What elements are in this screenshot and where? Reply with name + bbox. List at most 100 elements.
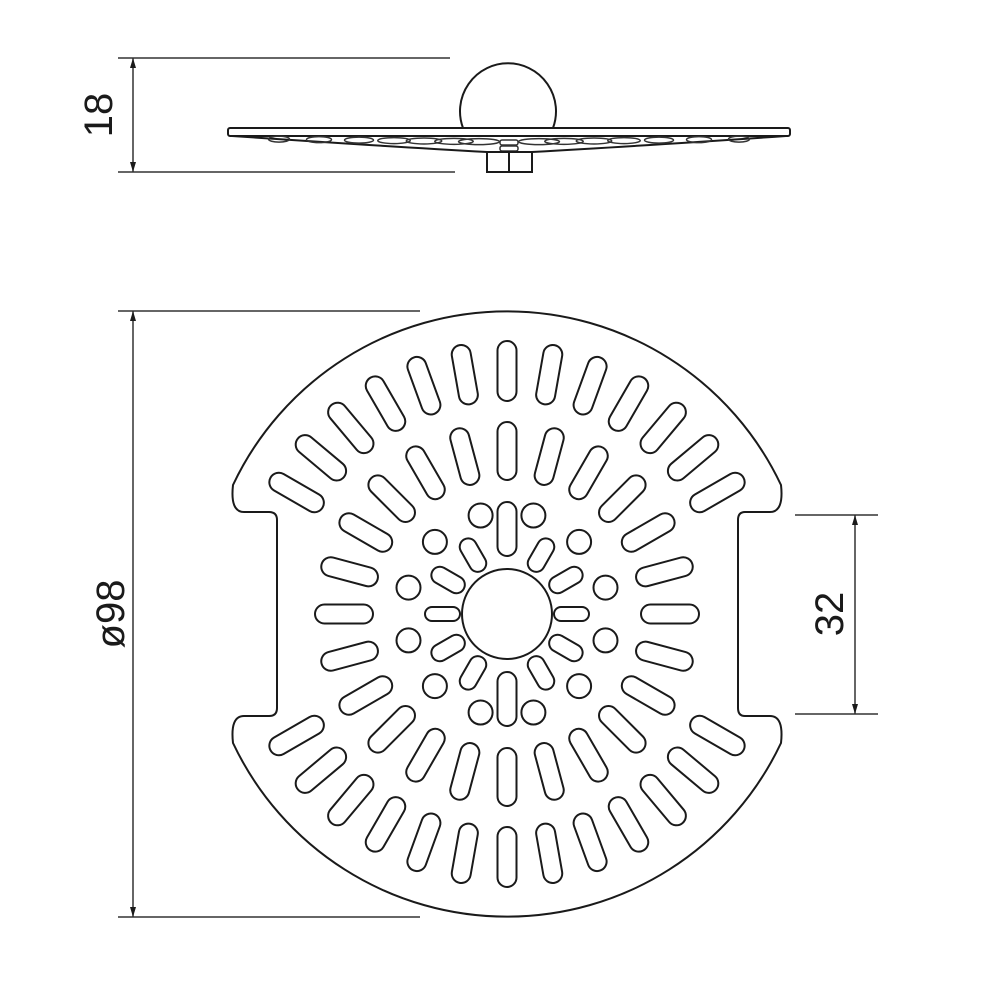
middle-slot [320,556,379,588]
side-view-perforations [267,135,751,152]
diameter-label: ø98 [89,580,133,649]
inner-slot [526,655,556,691]
outer-slot [450,344,479,406]
side-perforation [544,137,584,146]
middle-slot [405,727,446,783]
side-perforation [434,137,474,146]
middle-slot [496,747,518,807]
middle-slot [620,512,676,553]
outer-slot [607,796,650,853]
outer-slot [268,471,325,514]
middle-slot [598,705,647,754]
side-perforation [267,135,291,143]
middle-slot [449,427,481,486]
side-view-ball [459,62,557,129]
middle-slot [367,474,416,523]
round-hole [520,502,547,529]
outer-slot [327,401,375,455]
top-view [231,310,783,918]
round-hole [467,699,494,726]
middle-slot [533,427,565,486]
outer-slot [294,434,348,482]
middle-slot [367,705,416,754]
middle-slot [449,742,481,801]
middle-slot [496,421,518,481]
outer-slot [666,746,720,794]
inner-slot [430,565,466,595]
inner-slot [548,633,584,663]
outer-slot [496,826,518,888]
middle-slot [338,512,394,553]
inner-slot [458,655,488,691]
inner-slot [424,606,461,622]
side-perforation [607,136,641,145]
disc-outline [231,310,783,918]
flat-width-label: 32 [808,592,852,637]
side-perforation [643,136,675,144]
middle-slot [635,556,694,588]
inner-slot [553,606,590,622]
inner-slot [430,633,466,663]
middle-slot [640,603,700,625]
middle-slot [568,727,609,783]
outer-slot [607,375,650,432]
outer-slot [639,773,687,827]
drain-holes [268,340,746,888]
inner-slot [548,565,584,595]
middle-slot [635,640,694,672]
round-hole [566,673,593,700]
outer-slot [406,812,442,873]
outer-slot [689,714,746,757]
outer-slot [572,355,608,416]
side-view-underside [231,135,787,153]
outer-slot [689,471,746,514]
round-hole [467,502,494,529]
outer-slot [364,796,407,853]
side-perforation [457,137,501,146]
side-perforation [727,135,751,143]
center-hole [461,568,553,660]
inner-slot [496,671,518,727]
middle-slot [620,675,676,716]
dimension-diameter: ø98 [89,310,420,918]
outer-slot [327,773,375,827]
round-hole [520,699,547,726]
side-view [227,62,791,173]
outer-slot [535,344,564,406]
outer-slot [268,714,325,757]
inner-slot [458,537,488,573]
round-hole [395,574,422,601]
middle-slot [533,742,565,801]
middle-slot [314,603,374,625]
side-perforation [685,135,713,144]
outer-slot [496,340,518,402]
round-hole [592,627,619,654]
round-hole [592,574,619,601]
middle-slot [338,675,394,716]
side-perforation [377,136,411,145]
side-perforation [499,139,519,146]
outer-slot [406,355,442,416]
side-perforation [499,145,519,152]
outer-slot [535,822,564,884]
side-perforation [305,135,333,144]
side-perforation [343,136,375,144]
round-hole [421,528,448,555]
outer-slot [294,746,348,794]
side-perforation [575,137,613,145]
middle-slot [568,445,609,501]
middle-slot [320,640,379,672]
outer-slot [639,401,687,455]
outer-slot [450,822,479,884]
round-hole [395,627,422,654]
inner-slot [496,501,518,557]
outer-slot [666,434,720,482]
middle-slot [598,474,647,523]
middle-slot [405,445,446,501]
outer-slot [572,812,608,873]
height-label: 18 [77,93,121,138]
side-view-plate [227,127,791,137]
round-hole [421,673,448,700]
